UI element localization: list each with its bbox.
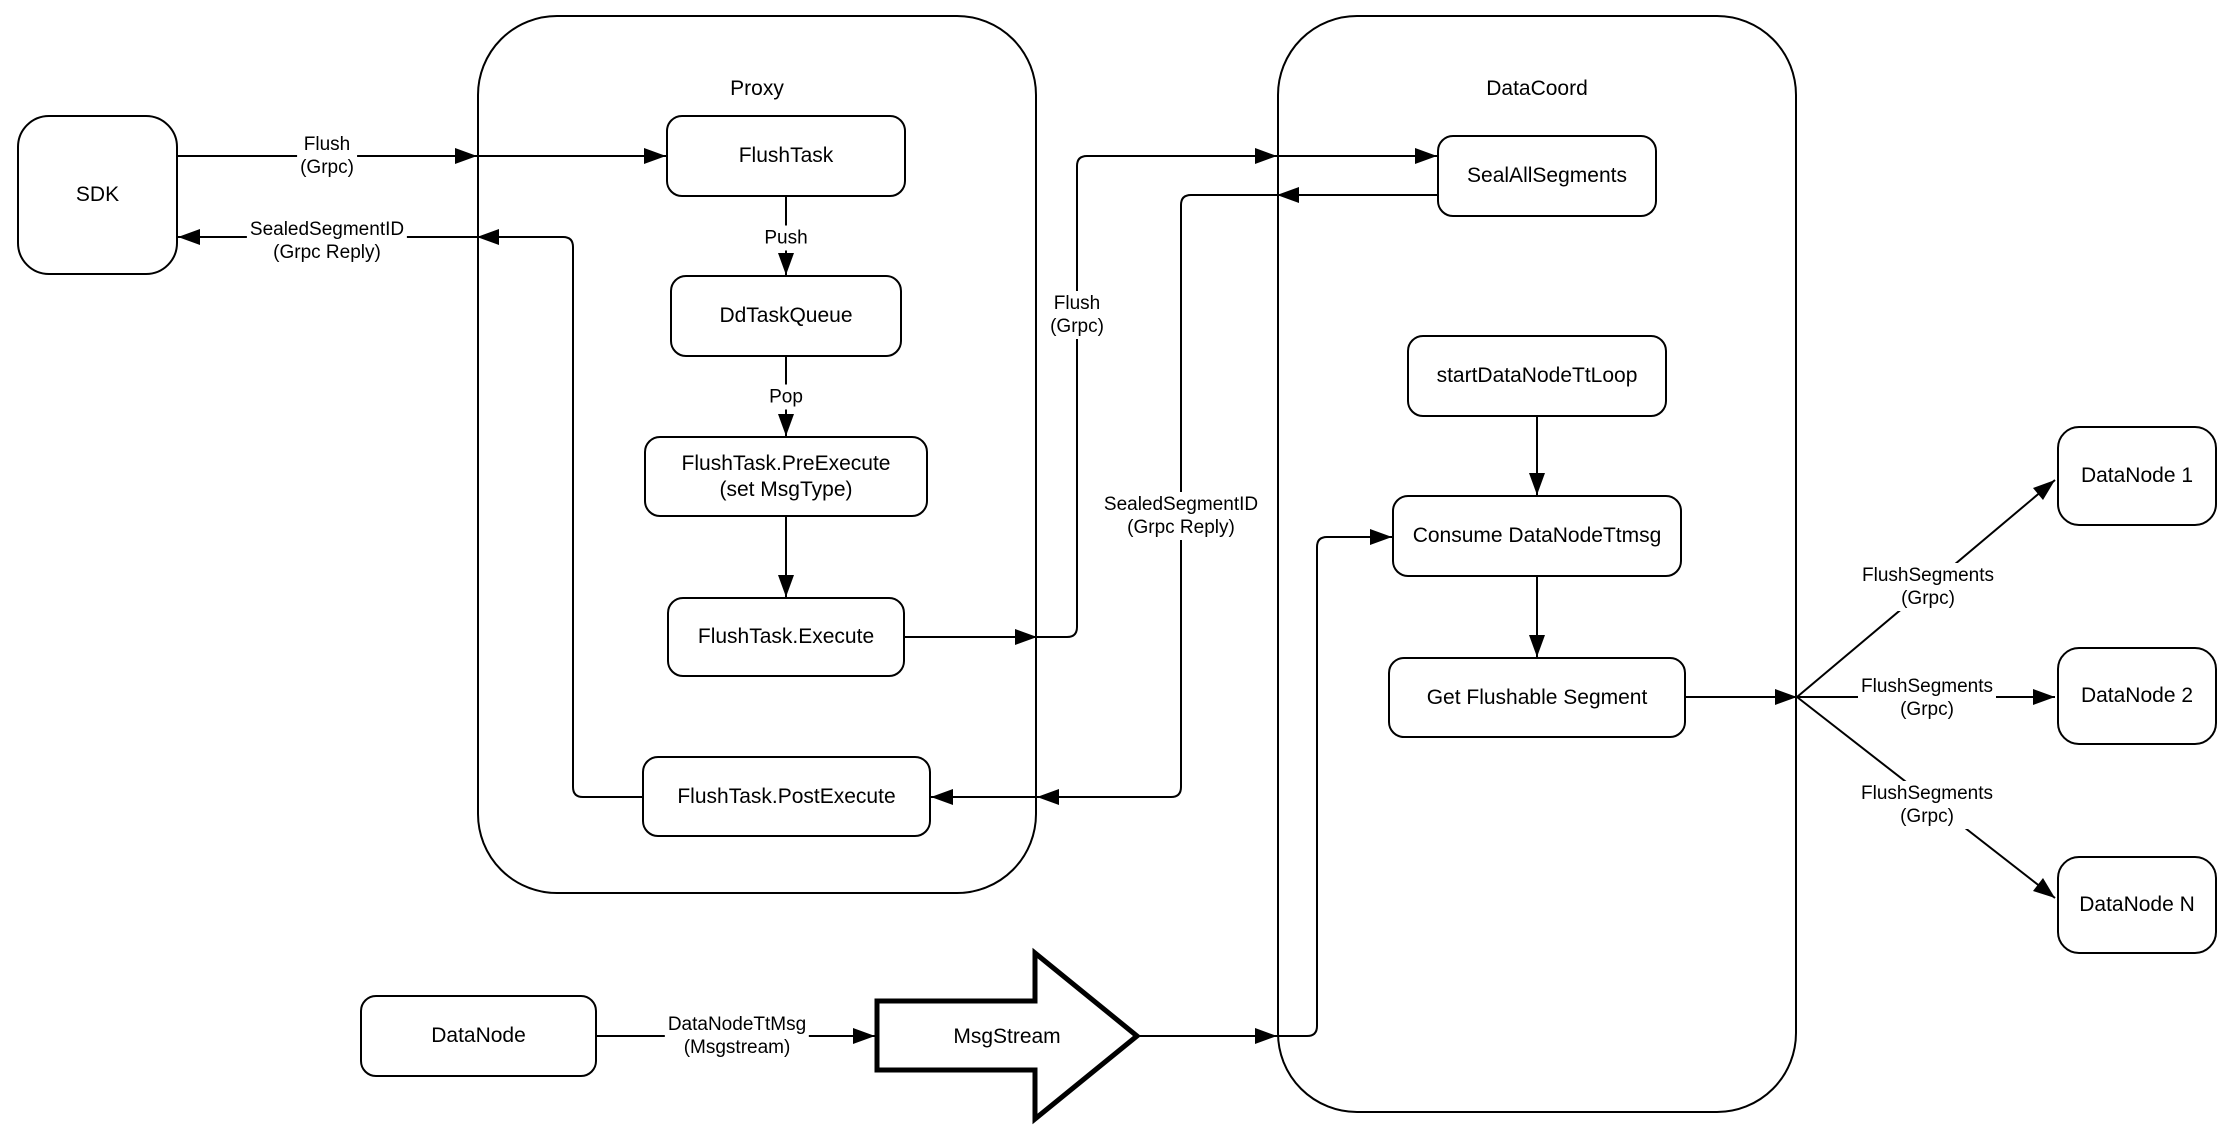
edge-label-flushsegments-3: FlushSegments (Grpc) [1857,781,1997,829]
edge-label-line: (Grpc) [1901,588,1955,609]
arrowhead [1277,187,1299,203]
node-datanode-2: DataNode 2 [2057,647,2217,745]
edge-label-line: FlushSegments [1860,676,1994,697]
edge-label-line: Pop [769,386,803,408]
node-consume-datanodettmsg: Consume DataNodeTtmsg [1392,495,1682,577]
edge-label-line: SealedSegmentID [249,219,405,240]
arrowhead [455,148,477,164]
node-sdk-label: SDK [75,183,120,206]
edge-label-line: FlushSegments [1860,783,1994,804]
edge-label-flush-grpc-sdk: Flush (Grpc) [297,132,357,180]
node-datanode: DataNode [360,995,597,1077]
node-flushtask-execute-label: FlushTask.Execute [697,625,875,648]
edge-label-sealedsegmentid-sdk: SealedSegmentID (Grpc Reply) [246,217,408,265]
container-datacoord-title: DataCoord [1486,77,1588,100]
msgstream-label: MsgStream [953,1025,1061,1048]
arrowhead [178,229,200,245]
node-get-flushable-segment: Get Flushable Segment [1388,657,1686,738]
edge-postexecute-to-sdk [178,236,642,798]
arrowhead [931,789,953,805]
edge-label-pop: Pop [766,384,806,410]
edge-label-line: (Grpc Reply) [273,242,381,263]
arrowhead [644,148,666,164]
node-datanode-label: DataNode [431,1024,526,1047]
edge-execute-to-sealallsegments [905,155,1437,638]
arrowhead [1775,689,1797,705]
node-flushtask-postexecute-label: FlushTask.PostExecute [677,784,896,808]
node-datanode-n-label: DataNode N [2079,893,2195,916]
node-flushtask-label: FlushTask [738,144,834,167]
edge-label-line: Push [764,227,808,249]
arrowhead [778,253,794,275]
node-startdatanodettloop-label: startDataNodeTtLoop [1436,364,1638,387]
node-get-flushable-segment-label: Get Flushable Segment [1426,685,1648,709]
node-datanode-1-label: DataNode 1 [2080,464,2194,487]
arrowhead [778,575,794,597]
node-flushtask-execute: FlushTask.Execute [667,597,905,677]
node-ddtaskqueue: DdTaskQueue [670,275,902,357]
edge-label-line: (Grpc) [300,157,354,178]
node-flushtask-preexecute: FlushTask.PreExecute (set MsgType) [644,436,928,517]
node-flushtask-preexecute-label: FlushTask.PreExecute [681,451,891,475]
node-startdatanodettloop: startDataNodeTtLoop [1407,335,1667,417]
node-sealallsegments: SealAllSegments [1437,135,1657,217]
arrowhead [2033,689,2055,705]
container-proxy-title: Proxy [730,77,784,100]
arrowhead [1370,529,1392,545]
edge-msgstream-to-consume [1137,536,1392,1037]
arrowhead [1529,635,1545,657]
edge-label-line: DataNodeTtMsg [667,1014,807,1035]
edge-label-line: (Grpc) [1900,699,1954,720]
arrowhead [1037,789,1059,805]
edge-label-line: (Grpc Reply) [1127,517,1235,538]
edge-label-line: (Grpc) [1050,316,1104,337]
edge-label-flushsegments-1: FlushSegments (Grpc) [1858,563,1998,611]
node-consume-datanodettmsg-label: Consume DataNodeTtmsg [1412,524,1662,547]
node-datanode-n: DataNode N [2057,856,2217,954]
msgstream-block-arrow [874,947,1141,1125]
arrowhead [1255,1028,1277,1044]
arrowhead [853,1028,875,1044]
node-flushtask: FlushTask [666,115,906,197]
arrowhead [477,229,499,245]
node-sdk: SDK [17,115,178,275]
edge-label-line: SealedSegmentID [1103,494,1259,515]
container-datacoord: DataCoord [1277,15,1797,1113]
edge-label-line: FlushSegments [1861,565,1995,586]
node-flushtask-preexecute-sublabel: (set MsgType) [719,477,853,501]
edge-label-sealedsegmentid-mid: SealedSegmentID (Grpc Reply) [1100,492,1262,540]
node-datanode-1: DataNode 1 [2057,426,2217,526]
container-proxy: Proxy [477,15,1037,894]
arrowhead [778,414,794,436]
edge-label-datanodettmsg: DataNodeTtMsg (Msgstream) [664,1012,810,1060]
node-ddtaskqueue-label: DdTaskQueue [719,304,853,327]
edge-label-line: Flush [1053,293,1101,314]
edge-label-flushsegments-2: FlushSegments (Grpc) [1857,674,1997,722]
arrowhead [2033,878,2055,898]
arrowhead [1529,473,1545,495]
edge-label-line: (Msgstream) [683,1037,791,1058]
arrowhead [1015,629,1037,645]
edge-label-flush-grpc-mid: Flush (Grpc) [1047,291,1107,339]
node-datanode-2-label: DataNode 2 [2080,684,2194,707]
arrowhead [1415,148,1437,164]
edge-label-line: Flush [303,134,351,155]
edge-label-line: (Grpc) [1900,806,1954,827]
arrowhead [1255,148,1277,164]
arrowhead [2033,480,2055,500]
edge-label-push: Push [761,225,811,251]
node-flushtask-postexecute: FlushTask.PostExecute [642,756,931,837]
node-sealallsegments-label: SealAllSegments [1467,164,1627,187]
